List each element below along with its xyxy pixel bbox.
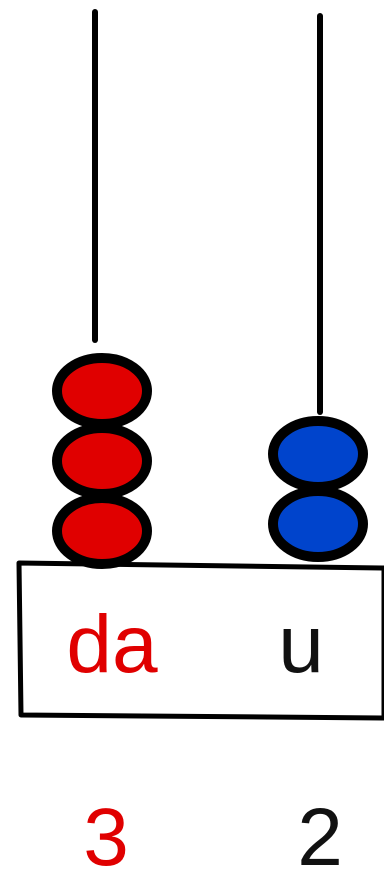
tens-bead-1 xyxy=(57,498,147,564)
tens-bead-2 xyxy=(57,428,147,494)
units-bead-1 xyxy=(273,491,363,557)
column-value-tens: 3 xyxy=(83,792,129,875)
tens-bead-3 xyxy=(57,358,147,424)
column-label-tens: da xyxy=(66,599,158,690)
column-label-units: u xyxy=(278,599,324,690)
units-bead-2 xyxy=(273,421,363,487)
beads-units xyxy=(273,421,363,557)
beads-tens xyxy=(57,358,147,564)
column-value-units: 2 xyxy=(297,792,343,875)
